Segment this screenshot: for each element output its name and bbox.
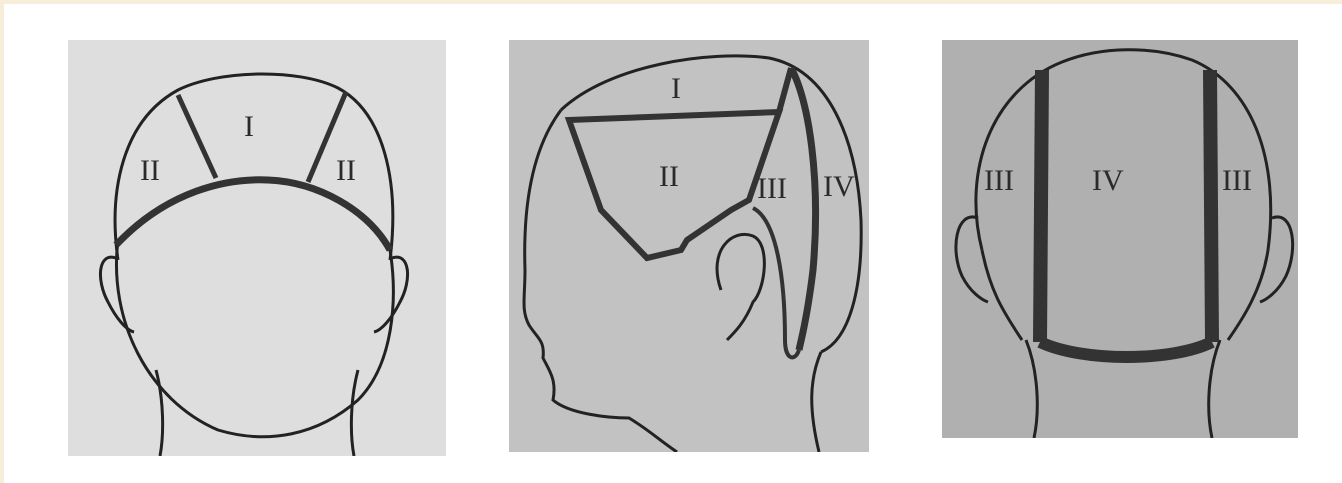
back-view-background [942,40,1298,438]
side-label-back: IV [823,170,855,203]
front-label-left: II [140,154,160,187]
back-right-band [1210,70,1212,342]
side-label-face: II [659,160,679,193]
side-view-drawing: I II III IV [509,40,869,452]
back-label-center: IV [1092,164,1124,197]
side-label-ear: III [757,172,787,205]
front-view-panel: I II II [68,40,446,456]
side-label-top: I [671,72,681,105]
back-view-panel: III IV III [942,40,1298,438]
back-view-drawing: III IV III [942,40,1298,438]
front-label-top: I [244,110,254,143]
back-label-right: III [1222,164,1252,197]
front-view-drawing: I II II [68,40,446,456]
back-label-left: III [984,164,1014,197]
back-left-band [1040,70,1042,342]
side-view-panel: I II III IV [509,40,869,452]
front-label-right: II [336,154,356,187]
